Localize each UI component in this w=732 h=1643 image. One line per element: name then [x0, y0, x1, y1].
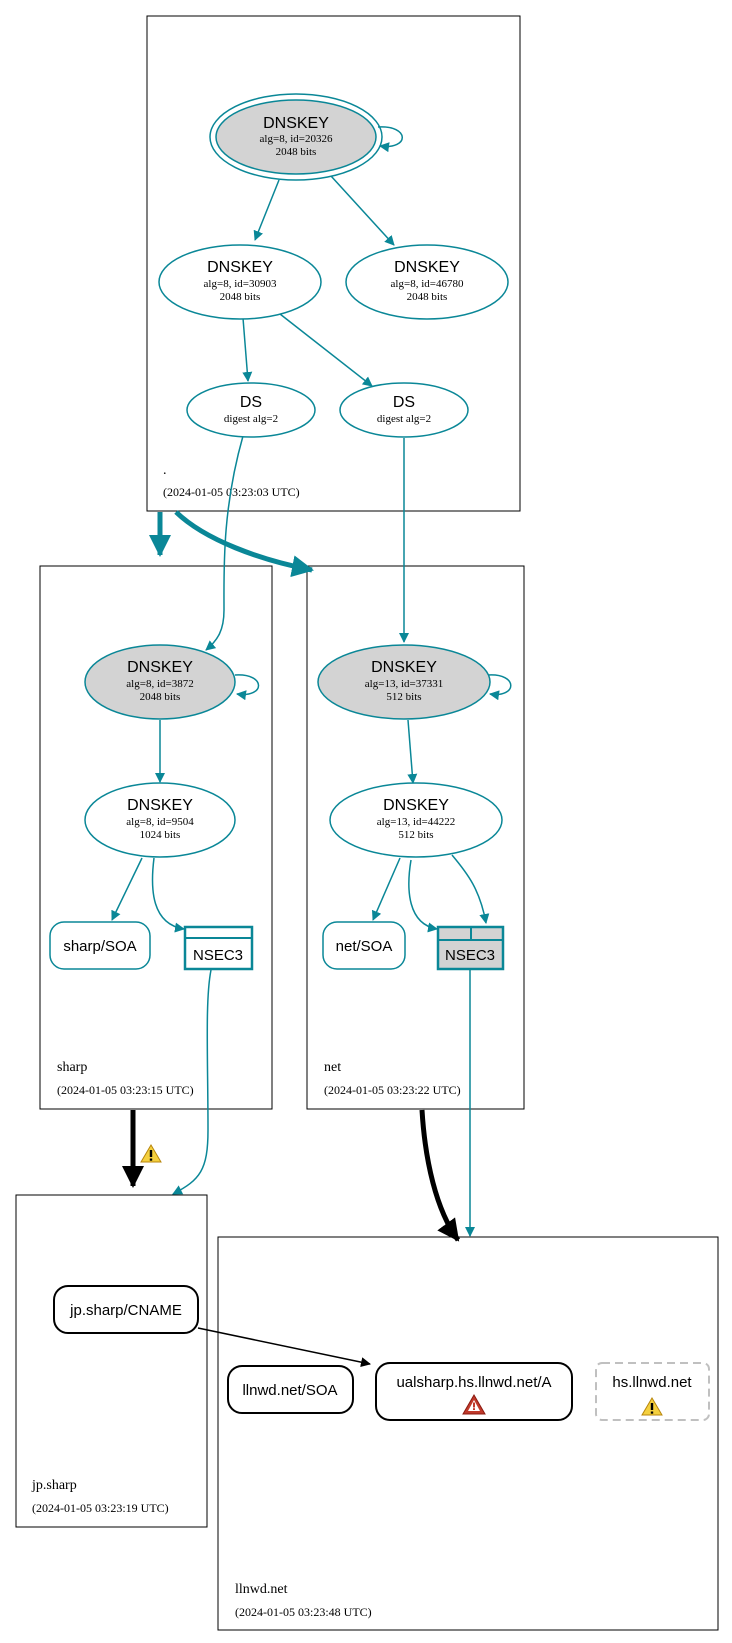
zone-jpsharp-timestamp: (2024-01-05 03:23:19 UTC) — [32, 1501, 169, 1515]
node-sharp-zsk[interactable]: DNSKEY alg=8, id=9504 1024 bits — [84, 782, 236, 858]
zone-jpsharp-name: jp.sharp — [31, 1478, 77, 1493]
node-net-zsk-line2: 512 bits — [398, 829, 433, 841]
zone-root-box — [146, 15, 521, 512]
zone-llnwd: llnwd.net (2024-01-05 03:23:48 UTC) — [217, 1236, 719, 1631]
node-root-zsk2-title: DNSKEY — [394, 259, 460, 276]
node-net-zsk[interactable]: DNSKEY alg=13, id=44222 512 bits — [329, 782, 503, 858]
node-sharp-zsk-line2: 1024 bits — [140, 829, 181, 841]
zone-sharp-timestamp: (2024-01-05 03:23:15 UTC) — [57, 1083, 194, 1097]
zone-sharp-name: sharp — [57, 1060, 87, 1075]
node-root-zsk2-line2: 2048 bits — [407, 291, 448, 303]
zone-sharp: sharp (2024-01-05 03:23:15 UTC) — [39, 565, 273, 1110]
node-ual-a-label: ualsharp.hs.llnwd.net/A — [396, 1374, 551, 1391]
node-root-zsk1-line2: 2048 bits — [220, 291, 261, 303]
zone-net-name: net — [324, 1060, 341, 1075]
node-net-ksk-title: DNSKEY — [371, 659, 437, 676]
node-root-zsk1-line1: alg=8, id=30903 — [204, 278, 277, 290]
edge-net-zsk-soa — [372, 857, 401, 921]
edge-zsk1-ds-net — [279, 313, 373, 387]
node-net-soa-label: net/SOA — [336, 938, 393, 955]
edge-root-ksk-zsk2 — [330, 175, 395, 246]
zone-sharp-box — [39, 565, 273, 1110]
edge-zsk1-ds-sharp — [242, 317, 253, 382]
node-root-ksk[interactable]: DNSKEY alg=8, id=20326 2048 bits — [209, 93, 383, 181]
node-ds-net-line1: digest alg=2 — [377, 413, 431, 425]
node-jp-cname[interactable]: jp.sharp/CNAME — [53, 1285, 199, 1334]
edge-delegation-root-net — [174, 510, 314, 578]
node-ds-sharp-title: DS — [240, 394, 262, 411]
node-sharp-soa[interactable]: sharp/SOA — [49, 921, 151, 970]
node-llnwd-soa[interactable]: llnwd.net/SOA — [227, 1365, 354, 1414]
node-sharp-nsec3[interactable]: NSEC3 — [183, 925, 254, 971]
node-root-zsk2[interactable]: DNSKEY alg=8, id=46780 2048 bits — [345, 244, 509, 320]
node-net-ksk[interactable]: DNSKEY alg=13, id=37331 512 bits — [317, 644, 491, 720]
node-ds-sharp-line1: digest alg=2 — [224, 413, 278, 425]
node-root-ksk-line2: 2048 bits — [276, 146, 317, 158]
node-net-ksk-line1: alg=13, id=37331 — [365, 678, 443, 690]
zone-jpsharp-box — [15, 1194, 208, 1528]
zone-root-name: . — [163, 463, 167, 478]
signing-edges — [111, 126, 512, 1237]
zone-jpsharp: jp.sharp (2024-01-05 03:23:19 UTC) — [15, 1194, 208, 1528]
node-sharp-zsk-title: DNSKEY — [127, 797, 193, 814]
node-net-nsec3-label: NSEC3 — [445, 947, 495, 964]
node-sharp-ksk[interactable]: DNSKEY alg=8, id=3872 2048 bits — [84, 644, 236, 720]
edge-sharp-zsk-soa — [111, 857, 143, 921]
node-ds-net-title: DS — [393, 394, 415, 411]
edge-sharp-zsk-nsec3 — [151, 857, 185, 933]
warning-triangle-icon[interactable] — [140, 1144, 162, 1163]
node-ual-a[interactable]: ualsharp.hs.llnwd.net/A — [375, 1362, 573, 1421]
edge-delegation-net-llnwd — [419, 1109, 461, 1242]
node-root-zsk2-line1: alg=8, id=46780 — [391, 278, 464, 290]
node-hs-llnwd-label: hs.llnwd.net — [612, 1374, 692, 1391]
node-sharp-zsk-line1: alg=8, id=9504 — [126, 816, 194, 828]
zone-net-box — [306, 565, 525, 1110]
zone-llnwd-timestamp: (2024-01-05 03:23:48 UTC) — [235, 1605, 372, 1619]
edge-net-ksk-self — [487, 674, 512, 701]
node-sharp-ksk-title: DNSKEY — [127, 659, 193, 676]
edge-net-zsk-nsec3-a — [408, 859, 438, 933]
zone-llnwd-name: llnwd.net — [235, 1582, 288, 1597]
edge-sharp-ksk-self — [234, 674, 260, 701]
zone-net-timestamp: (2024-01-05 03:23:22 UTC) — [324, 1083, 461, 1097]
delegation-edges — [122, 510, 461, 1242]
node-sharp-soa-label: sharp/SOA — [63, 938, 136, 955]
node-sharp-ksk-line1: alg=8, id=3872 — [126, 678, 193, 690]
node-root-ksk-line1: alg=8, id=20326 — [260, 133, 333, 145]
node-sharp-ksk-line2: 2048 bits — [140, 691, 181, 703]
node-ds-sharp[interactable]: DS digest alg=2 — [186, 382, 316, 438]
node-net-nsec3[interactable]: NSEC3 — [436, 925, 505, 971]
node-ds-net[interactable]: DS digest alg=2 — [339, 382, 469, 438]
zone-net: net (2024-01-05 03:23:22 UTC) — [306, 565, 525, 1110]
node-root-zsk1[interactable]: DNSKEY alg=8, id=30903 2048 bits — [158, 244, 322, 320]
node-net-ksk-line2: 512 bits — [386, 691, 421, 703]
node-hs-llnwd[interactable]: hs.llnwd.net — [595, 1362, 710, 1421]
node-net-soa[interactable]: net/SOA — [322, 921, 406, 970]
edge-root-ksk-zsk1 — [253, 179, 280, 241]
node-root-zsk1-title: DNSKEY — [207, 259, 273, 276]
edge-cname-to-a — [197, 1327, 371, 1368]
edge-root-ksk-self — [377, 126, 403, 153]
node-net-zsk-title: DNSKEY — [383, 797, 449, 814]
node-net-zsk-line1: alg=13, id=44222 — [377, 816, 455, 828]
node-sharp-nsec3-label: NSEC3 — [193, 947, 243, 964]
node-llnwd-soa-label: llnwd.net/SOA — [242, 1382, 337, 1399]
node-root-ksk-title: DNSKEY — [263, 115, 329, 132]
node-jp-cname-label: jp.sharp/CNAME — [69, 1302, 182, 1319]
edge-net-ksk-zsk — [407, 719, 418, 784]
edge-sharp-nsec3-jpsharp — [172, 969, 212, 1195]
zone-llnwd-box — [217, 1236, 719, 1631]
edge-ds-sharp-ksk — [205, 435, 244, 651]
edge-net-zsk-nsec3-b — [451, 854, 490, 924]
